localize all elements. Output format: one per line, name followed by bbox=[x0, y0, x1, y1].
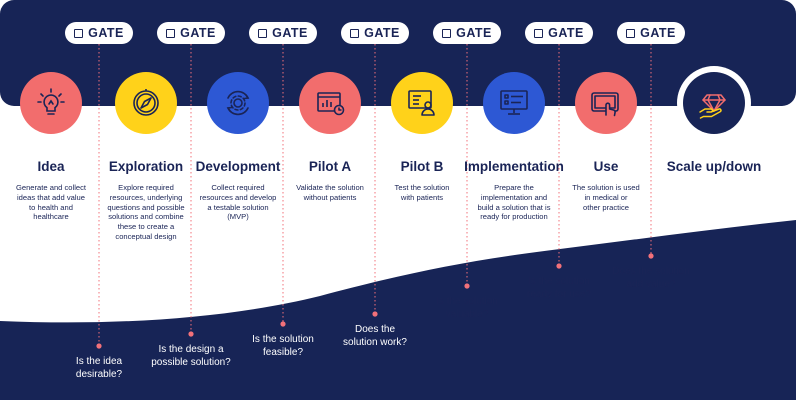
gate-label: GATE bbox=[272, 26, 308, 40]
stage-title-implementation: Implementation bbox=[464, 159, 564, 174]
stage-title-pilot-a: Pilot A bbox=[308, 159, 352, 174]
gate-label: GATE bbox=[180, 26, 216, 40]
stage-title-exploration: Exploration bbox=[108, 159, 184, 174]
stage-development-circle bbox=[207, 72, 269, 134]
gate-label: GATE bbox=[640, 26, 676, 40]
gate-1: GATE bbox=[65, 22, 133, 44]
stage-exploration-circle bbox=[115, 72, 177, 134]
gate-marker-dot bbox=[96, 343, 102, 349]
gear-cycle-icon bbox=[226, 90, 250, 116]
checkbox-icon bbox=[442, 28, 452, 38]
gate-label: GATE bbox=[88, 26, 124, 40]
gate-6: GATE bbox=[525, 22, 593, 44]
tablet-touch-icon bbox=[591, 92, 619, 117]
presentation-user-icon bbox=[408, 90, 435, 116]
stage-scale-circle bbox=[677, 66, 751, 140]
stage-pilot-b-circle bbox=[391, 72, 453, 134]
stage-pilot-a-circle bbox=[299, 72, 361, 134]
gate-2: GATE bbox=[157, 22, 225, 44]
chart-board-icon bbox=[317, 92, 345, 116]
stage-title-pilot-b: Pilot B bbox=[400, 159, 444, 174]
bottom-wave bbox=[0, 220, 796, 400]
gate-label: GATE bbox=[364, 26, 400, 40]
gate-marker-dot bbox=[280, 321, 286, 327]
monitor-checklist-icon bbox=[500, 90, 528, 115]
stage-use-circle bbox=[575, 72, 637, 134]
checkbox-icon bbox=[350, 28, 360, 38]
checkbox-icon bbox=[166, 28, 176, 38]
stage-title-use: Use bbox=[593, 159, 619, 174]
gate-marker-dot bbox=[372, 311, 378, 317]
checkbox-icon bbox=[74, 28, 84, 38]
checkbox-icon bbox=[534, 28, 544, 38]
gate-3: GATE bbox=[249, 22, 317, 44]
gate-5: GATE bbox=[433, 22, 501, 44]
stage-title-idea: Idea bbox=[37, 159, 65, 174]
stage-implementation-circle bbox=[483, 72, 545, 134]
compass-icon bbox=[133, 89, 159, 116]
gate-marker-dot bbox=[188, 331, 194, 337]
gate-4: GATE bbox=[341, 22, 409, 44]
gate-marker-dot bbox=[556, 263, 562, 269]
checkbox-icon bbox=[258, 28, 268, 38]
gate-7: GATE bbox=[617, 22, 685, 44]
checkbox-icon bbox=[626, 28, 636, 38]
stage-idea-circle bbox=[20, 72, 82, 134]
diamond-hand-icon bbox=[699, 94, 726, 119]
stage-title-scale: Scale up/down bbox=[666, 159, 762, 174]
gate-label: GATE bbox=[548, 26, 584, 40]
stage-title-development: Development bbox=[195, 159, 281, 174]
gate-label: GATE bbox=[456, 26, 492, 40]
stage-scale-inner bbox=[683, 72, 745, 134]
gate-connectors bbox=[96, 44, 654, 349]
lightbulb-icon bbox=[37, 88, 65, 115]
gate-marker-dot bbox=[648, 253, 654, 259]
gate-marker-dot bbox=[464, 283, 470, 289]
